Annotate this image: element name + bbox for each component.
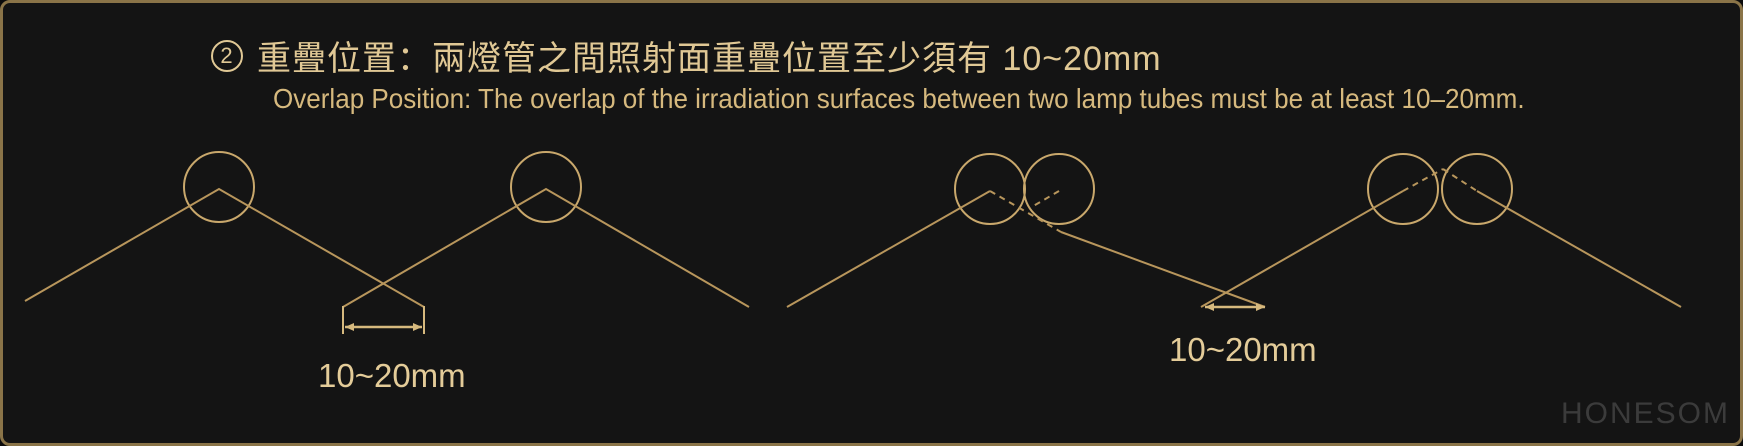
beam-5-hidden [1402,168,1444,192]
right-overlap-diagram [786,153,1682,311]
lamp-tube-1 [183,151,255,223]
title-chinese: 重疊位置：兩燈管之間照射面重疊位置至少須有 10~20mm [257,40,1162,78]
lamp-tube-6 [1441,153,1513,225]
irradiation-beam-1 [24,187,425,308]
lamp-tube-5 [1367,153,1439,225]
irradiation-beam-2 [342,187,750,308]
title-row: 2 重疊位置：兩燈管之間照射面重疊位置至少須有 10~20mm [211,31,1162,80]
beam-6-hidden [1442,168,1478,192]
left-overlap-diagram [24,151,750,334]
beam-3-left [786,190,991,308]
beam-4-hidden [1029,190,1060,209]
beam-5-left [1200,190,1404,308]
beam-3-right [1060,231,1266,308]
left-measure-label: 10~20mm [318,357,466,394]
right-measure-label: 10~20mm [1169,331,1317,368]
beam-3-hidden [989,190,1062,233]
subtitle-english: Overlap Position: The overlap of the irr… [273,83,1525,114]
lamp-tube-3 [954,153,1026,225]
brand-watermark: HONESOM [1560,397,1730,430]
step-number-badge: 2 [211,39,243,72]
overlap-diagram [24,151,1682,334]
lamp-tube-4 [1023,153,1095,225]
beam-6-right [1476,190,1682,308]
lamp-tube-2 [510,151,582,223]
